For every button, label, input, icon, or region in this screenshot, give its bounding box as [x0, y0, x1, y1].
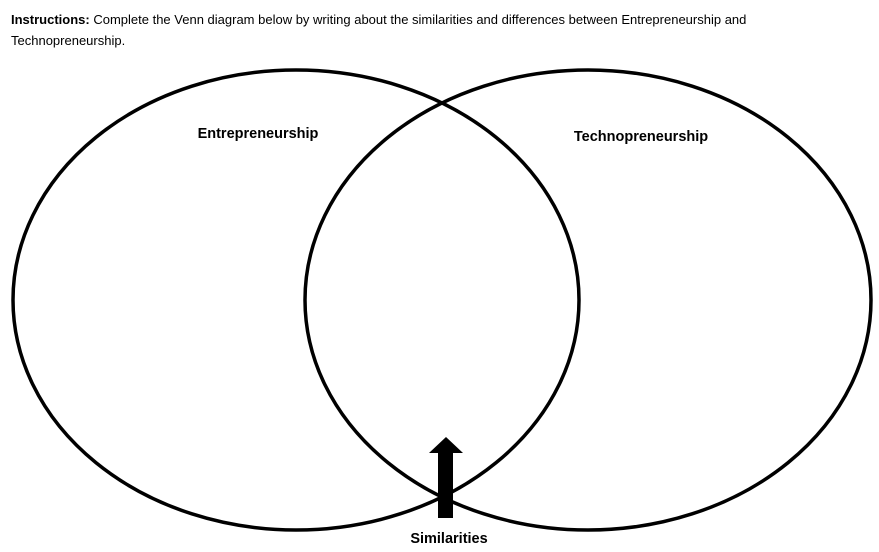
instructions-body: Complete the Venn diagram below by writi…	[11, 12, 747, 48]
entrepreneurship-label: Entrepreneurship	[198, 126, 319, 142]
technopreneurship-circle	[303, 68, 873, 532]
entrepreneurship-circle	[11, 68, 581, 532]
technopreneurship-label: Technopreneurship	[574, 129, 708, 145]
instructions-label: Instructions:	[11, 12, 90, 27]
up-arrow-icon	[429, 437, 463, 518]
similarities-label: Similarities	[410, 531, 487, 547]
instructions-text: Instructions: Complete the Venn diagram …	[11, 9, 801, 51]
